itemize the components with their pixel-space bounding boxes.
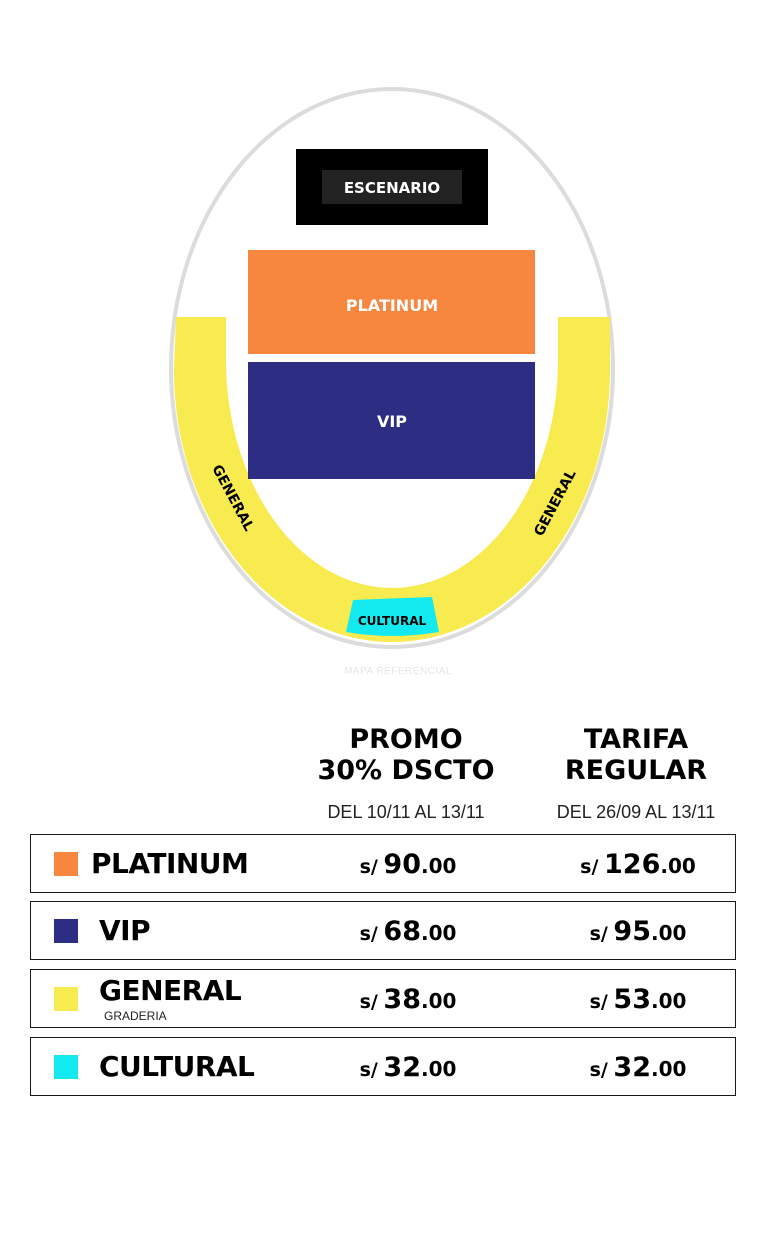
zone-vip-area[interactable]	[248, 362, 535, 479]
price-row-vip: VIP s/ 68.00 s/ 95.00	[30, 901, 736, 960]
price-decimals: .00	[650, 989, 687, 1013]
price-regular: s/ 95.00	[523, 916, 753, 947]
zone-cultural-area[interactable]	[346, 597, 439, 636]
zone-name: CULTURAL	[99, 1050, 255, 1083]
zone-subtitle: GRADERIA	[104, 1009, 167, 1023]
column-regular-dates: DEL 26/09 AL 13/11	[556, 802, 716, 822]
price-promo: s/ 68.00	[293, 916, 523, 947]
stage-label: ESCENARIO	[344, 179, 440, 197]
zone-name: VIP	[99, 914, 151, 947]
swatch-cultural	[54, 1055, 78, 1079]
price-decimals: .00	[420, 921, 457, 945]
price-decimals: .00	[660, 854, 696, 878]
price-regular: s/ 32.00	[523, 1052, 753, 1083]
zone-platinum-area[interactable]	[248, 250, 535, 354]
price-promo: s/ 90.00	[293, 849, 523, 880]
stage-label-box	[322, 170, 462, 204]
currency: s/	[580, 856, 599, 878]
column-regular-line2: REGULAR	[564, 755, 708, 786]
currency: s/	[589, 923, 608, 945]
price-decimals: .00	[420, 1057, 457, 1081]
zone-vip-label: VIP	[377, 412, 407, 431]
price-decimals: .00	[420, 989, 457, 1013]
price-amount: 32	[613, 1052, 651, 1083]
price-regular: s/ 126.00	[523, 849, 753, 880]
price-amount: 68	[383, 916, 421, 947]
map-reference-note: MAPA REFERENCIAL	[344, 666, 452, 677]
price-row-general: GENERAL GRADERIA s/ 38.00 s/ 53.00	[30, 969, 736, 1028]
currency: s/	[359, 1059, 378, 1081]
zone-platinum-label: PLATINUM	[346, 296, 438, 315]
swatch-vip	[54, 919, 78, 943]
column-promo-dates: DEL 10/11 AL 13/11	[327, 802, 485, 822]
swatch-platinum	[54, 852, 78, 876]
price-amount: 90	[383, 849, 421, 880]
price-promo: s/ 32.00	[293, 1052, 523, 1083]
currency: s/	[359, 856, 378, 878]
currency: s/	[589, 1059, 608, 1081]
currency: s/	[589, 991, 608, 1013]
price-amount: 38	[383, 984, 421, 1015]
currency: s/	[359, 923, 378, 945]
price-decimals: .00	[420, 854, 457, 878]
price-amount: 95	[613, 916, 651, 947]
column-promo-line1: PROMO	[349, 724, 463, 755]
price-decimals: .00	[650, 921, 687, 945]
venue-map: ESCENARIO PLATINUM VIP GENERAL GENERAL C…	[169, 87, 615, 649]
column-promo-line2: 30% DSCTO	[317, 755, 495, 786]
zone-name: GENERAL	[99, 974, 242, 1007]
swatch-general	[54, 987, 78, 1011]
column-regular-line1: TARIFA	[583, 724, 689, 755]
column-header-promo: PROMO 30% DSCTO DEL 10/11 AL 13/11	[291, 724, 521, 823]
price-row-cultural: CULTURAL s/ 32.00 s/ 32.00	[30, 1037, 736, 1096]
price-regular: s/ 53.00	[523, 984, 753, 1015]
zone-cultural-label: CULTURAL	[358, 614, 427, 628]
column-header-regular: TARIFA REGULAR DEL 26/09 AL 13/11	[521, 724, 751, 823]
price-decimals: .00	[650, 1057, 687, 1081]
price-row-platinum: PLATINUM s/ 90.00 s/ 126.00	[30, 834, 736, 893]
price-amount: 53	[613, 984, 651, 1015]
price-amount: 32	[383, 1052, 421, 1083]
price-promo: s/ 38.00	[293, 984, 523, 1015]
zone-name: PLATINUM	[91, 847, 249, 880]
currency: s/	[359, 991, 378, 1013]
price-amount: 126	[604, 849, 661, 880]
